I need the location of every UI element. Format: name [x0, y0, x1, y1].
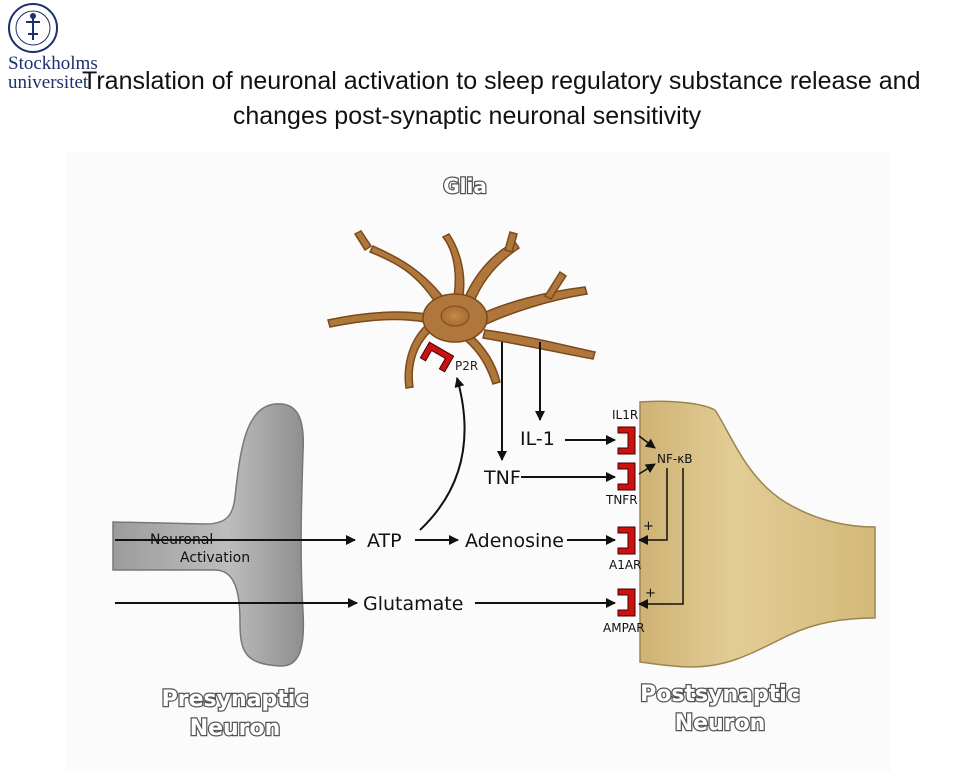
presynaptic-neuron-shape — [112, 403, 305, 667]
atp-label: ATP — [367, 530, 402, 552]
nfkb-to-a1ar-arrow — [638, 468, 668, 545]
synapse-diagram: P2R Glia IL-1 TNF ATP Adenosine Glutamat… — [65, 152, 891, 772]
postsynaptic-label-line2: Neuron — [675, 711, 766, 736]
neuronal-activation-line2: Activation — [180, 550, 250, 566]
title-line-1: Translation of neuronal activation to sl… — [82, 67, 921, 95]
university-seal-icon — [8, 3, 58, 53]
postsynaptic-neuron-shape — [639, 400, 876, 668]
tnf-label: TNF — [483, 467, 521, 489]
glutamate-label: Glutamate — [363, 593, 463, 615]
nfkb-label: NF-κB — [657, 452, 693, 466]
postsynaptic-label-line1: Postsynaptic — [640, 682, 800, 707]
ampar-plus-sign: + — [645, 586, 656, 601]
figure-background — [65, 152, 891, 772]
ampar-label: AMPAR — [603, 621, 645, 635]
glia-cell — [327, 230, 596, 389]
atp-to-p2r-arrow — [419, 377, 466, 531]
tnfr-receptor-icon — [617, 462, 636, 491]
nfkb-to-ampar-arrow — [638, 468, 684, 609]
glia-nucleus — [440, 305, 470, 327]
presynaptic-label-line1: Presynaptic — [162, 687, 309, 712]
il1r-to-nfkb-arrow — [638, 435, 656, 449]
university-logo: Stockholms universitet — [4, 2, 114, 94]
title-line-2: changes post-synaptic neuronal sensitivi… — [232, 102, 702, 130]
p2r-label: P2R — [455, 359, 478, 373]
il1-label: IL-1 — [520, 428, 555, 450]
logo-text-line2: universitet — [8, 72, 89, 93]
adenosine-label: Adenosine — [465, 530, 564, 552]
presynaptic-label-line2: Neuron — [190, 716, 281, 741]
tnfr-to-nfkb-arrow — [638, 463, 656, 475]
a1ar-label: A1AR — [609, 558, 641, 572]
neuronal-activation-line1: Neuronal — [150, 532, 213, 548]
p2r-receptor-icon — [419, 341, 455, 373]
slide-title: Translation of neuronal activation to sl… — [82, 64, 960, 134]
glia-label: Glia — [443, 174, 487, 198]
il1r-receptor-icon — [617, 426, 636, 455]
il1r-label: IL1R — [612, 408, 638, 422]
ampar-receptor-icon — [617, 588, 636, 617]
tnfr-label: TNFR — [605, 493, 638, 507]
a1ar-receptor-icon — [617, 526, 636, 555]
logo-text-line1: Stockholms — [8, 53, 98, 74]
a1ar-plus-sign: + — [643, 519, 654, 534]
diagram-canvas: P2R Glia IL-1 TNF ATP Adenosine Glutamat… — [65, 152, 891, 772]
